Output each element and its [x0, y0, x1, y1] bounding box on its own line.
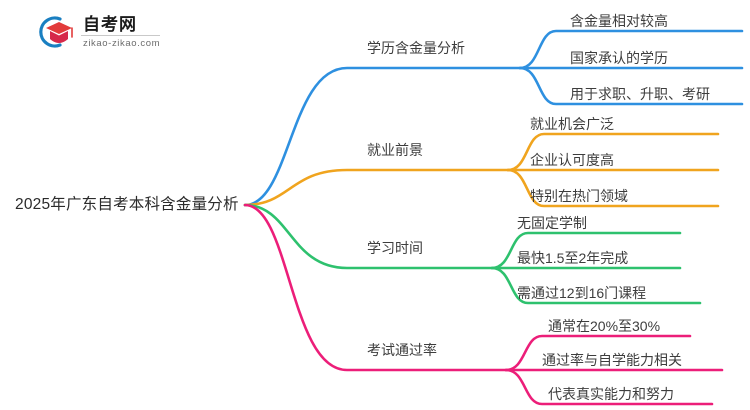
connector-branch-2-leaf-3: [506, 168, 720, 208]
leaf-label-1-2: 国家承认的学历: [570, 50, 668, 66]
connector-root-branch-4: [243, 203, 508, 372]
logo-title: 自考网: [81, 16, 161, 36]
root-node-label: 2025年广东自考本科含金量分析: [15, 196, 239, 213]
connector-root-branch-1: [243, 66, 522, 207]
branch-label-4: 考试通过率: [367, 342, 437, 358]
leaf-label-4-1: 通常在20%至30%: [548, 318, 661, 334]
leaf-label-2-1: 就业机会广泛: [530, 116, 614, 132]
connector-branch-4-leaf-3: [504, 368, 714, 406]
leaf-label-1-3: 用于求职、升职、考研: [570, 86, 710, 102]
leaf-label-3-1: 无固定学制: [517, 215, 587, 231]
site-logo: 自考网 zikao-zikao.com: [33, 12, 161, 52]
branch-label-3: 学习时间: [367, 240, 423, 256]
graduation-cap-icon: [33, 13, 75, 51]
connector-branch-1-leaf-3: [518, 66, 744, 106]
leaf-label-2-2: 企业认可度高: [530, 152, 614, 168]
leaf-label-3-3: 需通过12到16门课程: [517, 285, 647, 301]
connector-branch-3-leaf-3: [490, 266, 702, 305]
leaf-label-4-3: 代表真实能力和努力: [548, 386, 674, 402]
leaf-label-1-1: 含金量相对较高: [570, 13, 668, 29]
leaf-label-4-2: 通过率与自学能力相关: [542, 352, 682, 368]
leaf-label-3-2: 最快1.5至2年完成: [517, 250, 629, 266]
logo-domain: zikao-zikao.com: [83, 37, 161, 49]
branch-label-2: 就业前景: [367, 142, 423, 158]
connector-root-branch-3: [243, 203, 494, 270]
connector-root-branch-2: [243, 168, 510, 207]
branch-label-1: 学历含金量分析: [367, 40, 465, 56]
leaf-label-2-3: 特别在热门领域: [530, 188, 628, 204]
